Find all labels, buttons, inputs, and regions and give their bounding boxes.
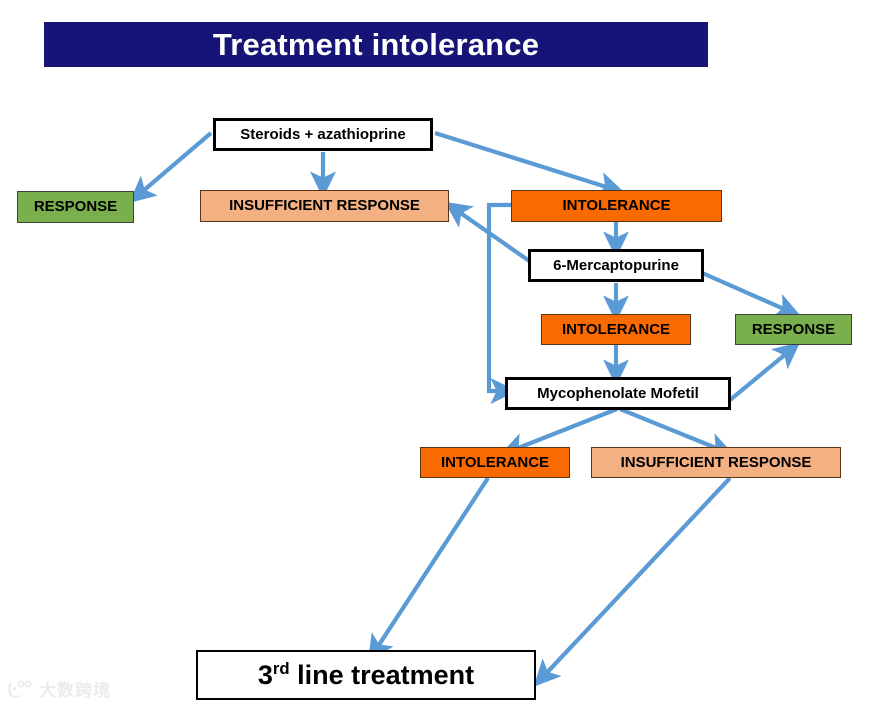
node-label: INSUFFICIENT RESPONSE [229,197,420,215]
node-label: RESPONSE [751,320,836,338]
node-intolerance-first-line[interactable]: INTOLERANCE [511,190,722,222]
node-label: INTOLERANCE [440,453,550,471]
node-label: Steroids + azathioprine [240,125,406,143]
node-mycophenolate-mofetil[interactable]: Mycophenolate Mofetil [505,377,731,410]
edge-intolerance3-thirdline [367,476,490,662]
edge-mycophenolate-response2 [728,342,801,402]
node-third-line-treatment[interactable]: 3rd line treatment [196,650,536,700]
edge-steroids-intolerance1 [434,130,625,198]
title-banner: Treatment intolerance [44,22,708,67]
node-label: INSUFFICIENT RESPONSE [620,453,812,471]
node-label: INTOLERANCE [562,197,671,215]
edge-mercaptopurine-response2 [699,270,802,318]
node-label: Mycophenolate Mofetil [537,384,699,402]
node-intolerance-third-line[interactable]: INTOLERANCE [420,447,570,478]
edge-intolerance1-mycophenolate [486,202,518,405]
node-label: 3rd line treatment [257,658,475,690]
node-label: 6-Mercaptopurine [553,256,679,274]
edge-insufficient2-thirdline [533,476,732,687]
edge-mercaptopurine-insufficient1 [444,201,537,267]
node-6-mercaptopurine[interactable]: 6-Mercaptopurine [528,249,704,282]
node-insufficient-response-first-line[interactable]: INSUFFICIENT RESPONSE [200,190,449,222]
watermark-logo-icon [8,680,32,698]
edge-steroids-response1 [128,131,213,203]
edge-mycophenolate-insufficient2 [619,407,735,458]
node-label-suffix: line treatment [289,659,475,690]
watermark-text: 大数跨境 [39,681,111,700]
node-response-first-line[interactable]: RESPONSE [17,191,134,223]
watermark: 大数跨境 [8,676,111,701]
node-label-superscript: rd [272,658,290,678]
node-intolerance-second-line[interactable]: INTOLERANCE [541,314,691,345]
node-label: RESPONSE [33,198,118,216]
node-label: INTOLERANCE [561,320,671,338]
node-insufficient-response-third-line[interactable]: INSUFFICIENT RESPONSE [591,447,841,478]
node-response-second-line[interactable]: RESPONSE [735,314,852,345]
node-label-prefix: 3 [257,659,273,690]
page-title: Treatment intolerance [212,27,540,62]
node-steroids-azathioprine[interactable]: Steroids + azathioprine [213,118,433,151]
edge-mycophenolate-intolerance3 [499,407,618,458]
